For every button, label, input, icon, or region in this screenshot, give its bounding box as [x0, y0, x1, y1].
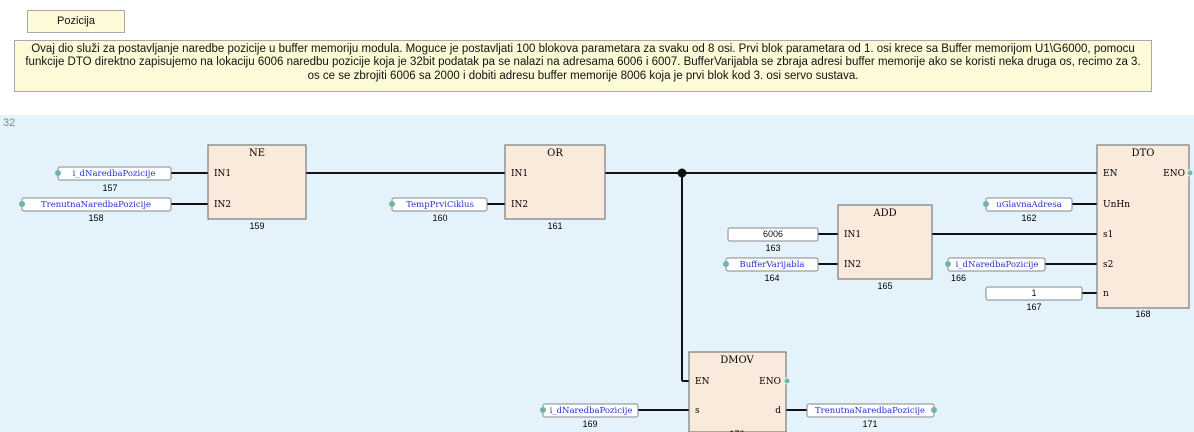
var-160-pin-dot: [389, 201, 395, 207]
var-167-label: 1: [1031, 288, 1036, 298]
block-add-pin-in1: IN1: [844, 230, 861, 240]
var-163-id: 163: [765, 243, 780, 253]
var-157-pin-dot: [55, 170, 61, 176]
block-dmov-pin-en: EN: [695, 377, 710, 387]
block-dto-id: 168: [1135, 309, 1150, 319]
block-add-title: ADD: [872, 208, 896, 219]
block-ne-pin-in1: IN1: [214, 169, 231, 179]
row-number: 32: [3, 117, 16, 129]
block-ne-id: 159: [249, 221, 264, 231]
junction-dot: [677, 168, 687, 178]
var-169[interactable]: i_dNaredbaPozicije 169: [540, 403, 639, 429]
var-169-id: 169: [582, 419, 597, 429]
var-160-label: TempPrviCiklus: [406, 200, 474, 210]
block-add-id: 165: [877, 281, 892, 291]
dmov-eno-pin-dot: [783, 377, 791, 385]
var-164-label: BufferVarijabla: [740, 260, 805, 270]
var-163-label: 6006: [763, 229, 783, 239]
var-167-id: 167: [1026, 302, 1041, 312]
block-dto-pin-en: EN: [1103, 169, 1118, 179]
var-171-id: 171: [862, 419, 877, 429]
block-or-title: OR: [547, 148, 563, 159]
var-164-pin-dot: [723, 261, 729, 267]
var-157[interactable]: i_dNaredbaPozicije 157: [55, 166, 172, 193]
wires: [171, 172, 1097, 411]
block-ne-title: NE: [249, 148, 265, 159]
var-164-id: 164: [764, 273, 779, 283]
var-162[interactable]: uGlavnaAdresa 162: [983, 197, 1073, 223]
var-166-id: 166: [951, 273, 966, 283]
var-158-id: 158: [88, 213, 103, 223]
block-dto[interactable]: DTO EN ENO UnHn s1 s2 n 168: [1096, 144, 1194, 319]
var-164[interactable]: BufferVarijabla 164: [723, 257, 819, 283]
block-dmov-pin-d: d: [775, 406, 781, 416]
comment-box[interactable]: Ovaj dio služi za postavljanje naredbe p…: [14, 40, 1152, 92]
block-dmov-pin-eno: ENO: [759, 377, 781, 387]
var-162-pin-dot: [983, 201, 989, 207]
var-167[interactable]: 1 167: [985, 286, 1083, 312]
var-157-id: 157: [102, 183, 117, 193]
var-171[interactable]: TrenutnaNaredbaPozicije 171: [806, 403, 937, 429]
block-or[interactable]: OR IN1 IN2 161: [504, 144, 606, 231]
block-dto-pin-eno: ENO: [1163, 169, 1185, 179]
var-162-id: 162: [1021, 213, 1036, 223]
var-171-pin-dot: [931, 407, 937, 413]
block-dmov-pin-s: s: [695, 406, 700, 416]
var-157-label: i_dNaredbaPozicije: [73, 169, 156, 179]
block-dto-pin-unhn: UnHn: [1103, 200, 1130, 210]
var-160[interactable]: TempPrviCiklus 160: [389, 197, 488, 223]
var-166-label: i_dNaredbaPozicije: [956, 260, 1039, 270]
block-dmov-id: 170: [729, 429, 744, 432]
dto-eno-pin-dot: [1186, 169, 1194, 177]
var-166-pin-dot: [945, 261, 951, 267]
var-158-pin-dot: [19, 201, 25, 207]
var-160-id: 160: [432, 213, 447, 223]
block-dto-pin-n: n: [1103, 289, 1109, 299]
block-dto-pin-s2: s2: [1103, 260, 1113, 270]
var-166[interactable]: i_dNaredbaPozicije 166: [945, 257, 1046, 283]
var-158[interactable]: TrenutnaNaredbaPozicije 158: [19, 197, 172, 223]
block-or-id: 161: [547, 221, 562, 231]
var-162-label: uGlavnaAdresa: [996, 200, 1062, 210]
block-dmov-title: DMOV: [720, 355, 754, 366]
var-171-label: TrenutnaNaredbaPozicije: [815, 406, 925, 416]
var-158-label: TrenutnaNaredbaPozicije: [41, 200, 151, 210]
block-or-pin-in1: IN1: [511, 169, 528, 179]
block-or-pin-in2: IN2: [511, 200, 528, 210]
block-ne[interactable]: NE IN1 IN2 159: [207, 144, 307, 231]
var-163[interactable]: 6006 163: [727, 227, 819, 253]
var-169-label: i_dNaredbaPozicije: [550, 406, 633, 416]
block-ne-pin-in2: IN2: [214, 200, 231, 210]
block-add[interactable]: ADD IN1 IN2 165: [837, 204, 933, 291]
block-dto-pin-s1: s1: [1103, 230, 1113, 240]
block-add-pin-in2: IN2: [844, 260, 861, 270]
block-dto-title: DTO: [1132, 148, 1155, 159]
var-169-pin-dot: [540, 407, 546, 413]
comment-tag[interactable]: Pozicija: [27, 10, 125, 33]
block-dmov[interactable]: DMOV EN ENO s d 170: [688, 351, 791, 432]
